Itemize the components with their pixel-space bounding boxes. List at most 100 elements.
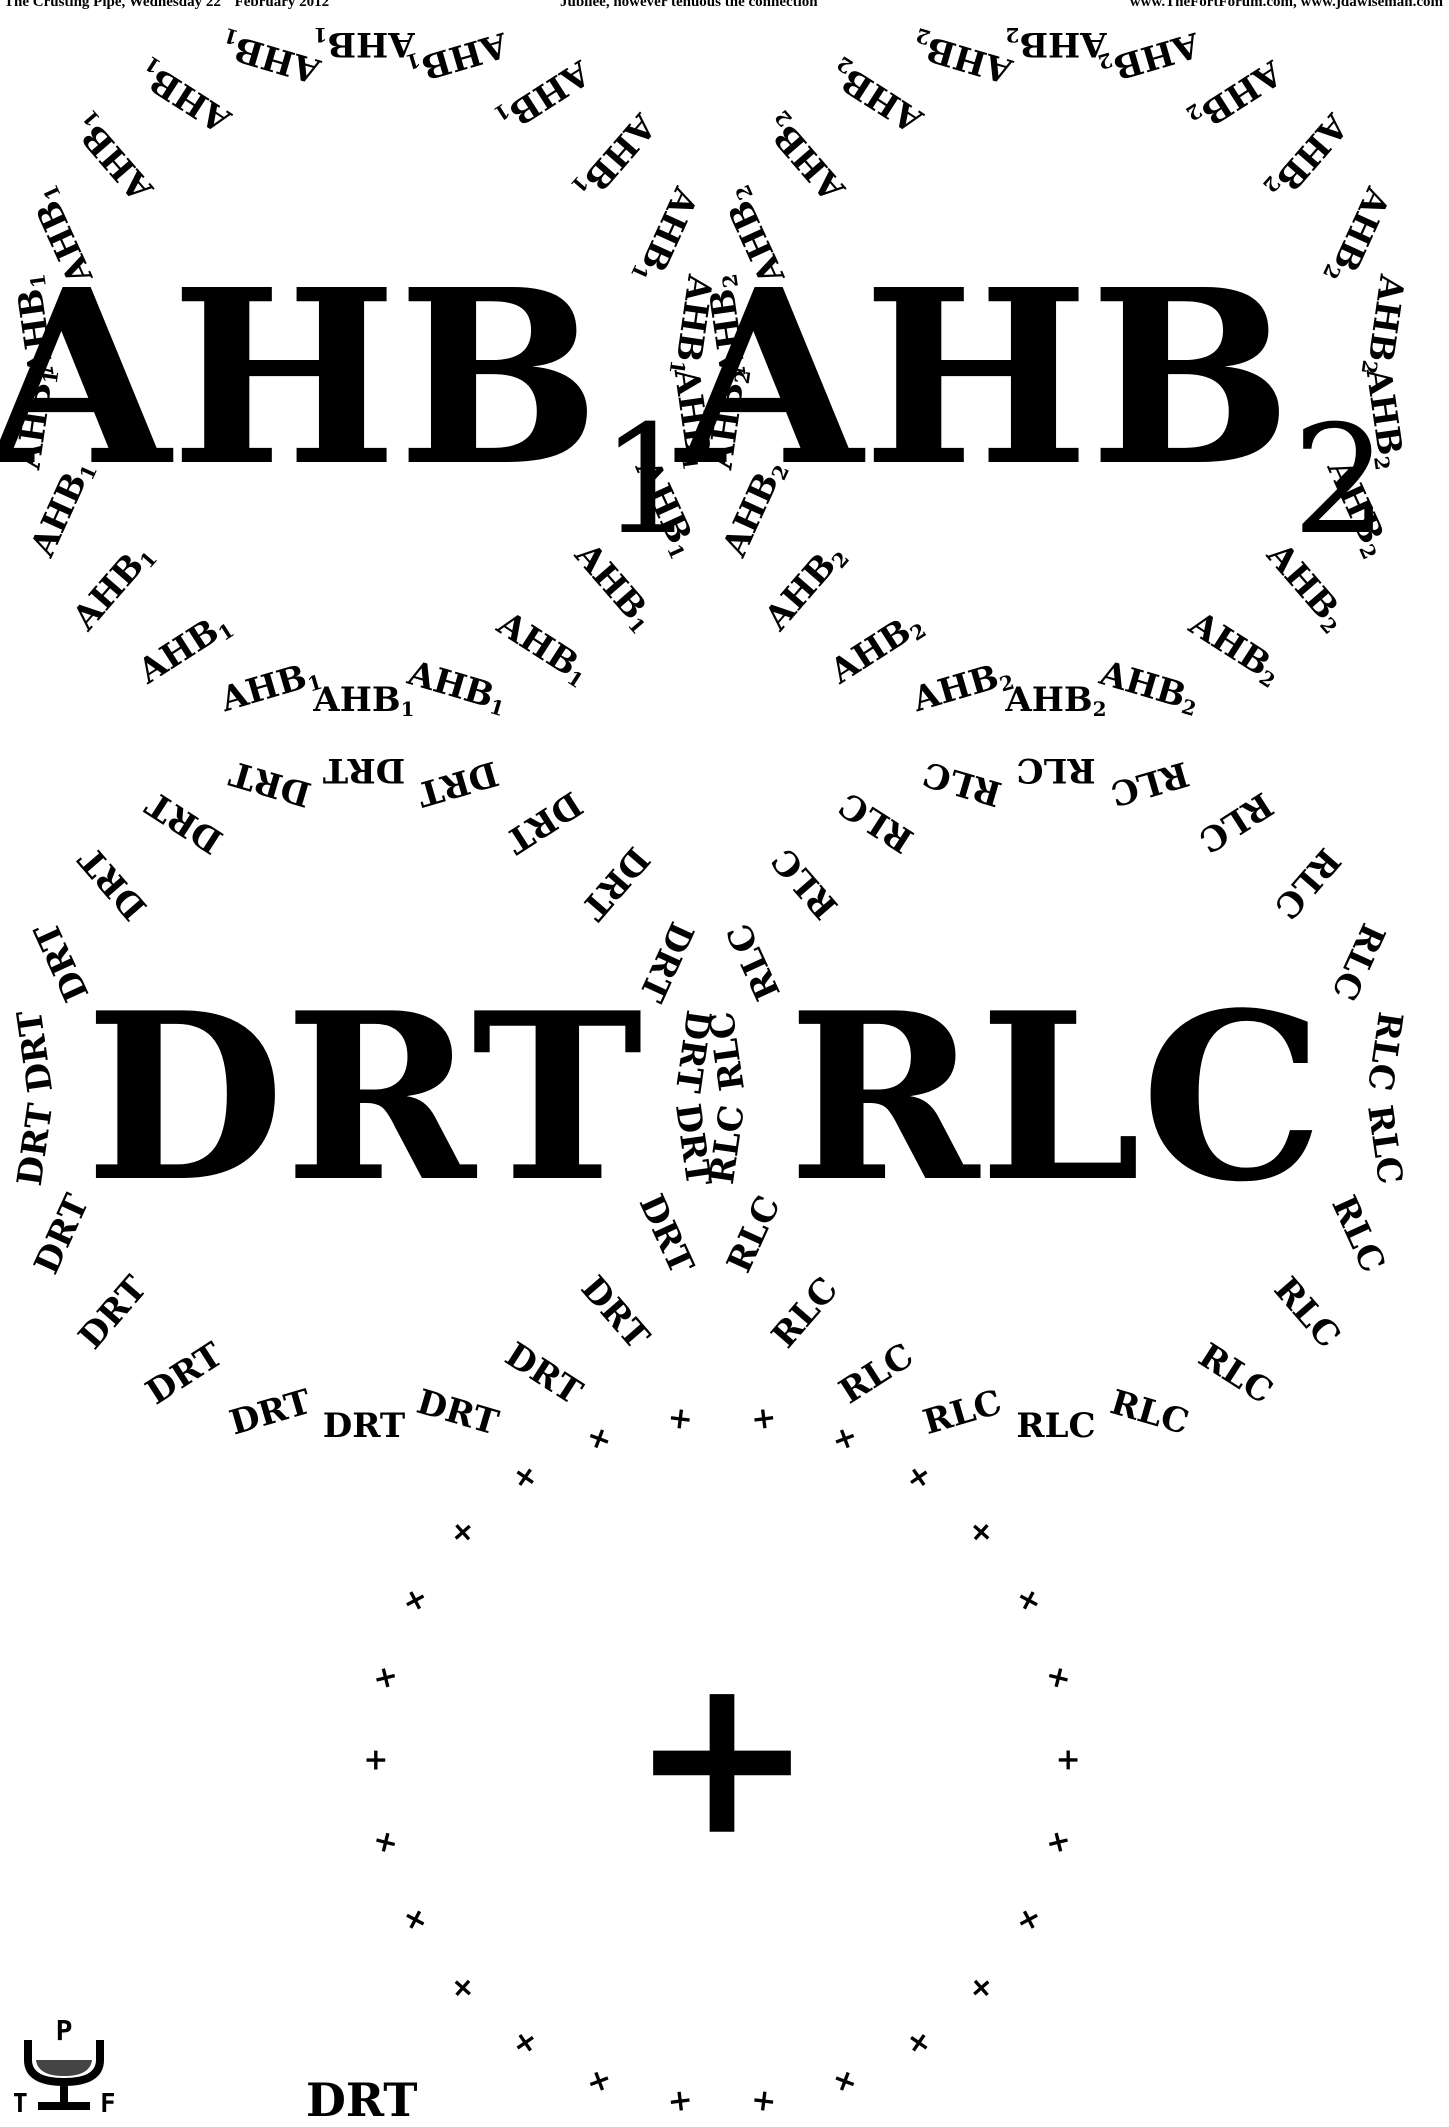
ring-label-ahb1: AHB1 — [566, 105, 664, 209]
ring-label-plus: + — [1007, 1900, 1050, 1939]
ring-label-drt: DRT — [225, 1382, 315, 1444]
ring-label-rlc: RLC — [1191, 1336, 1279, 1412]
ring-label-plus: + — [1038, 1826, 1078, 1859]
ring-label-ahb2: AHB2 — [756, 535, 854, 639]
ring-label-ahb2: AHB2 — [1095, 23, 1204, 91]
ring-label-plus: + — [394, 1581, 437, 1620]
header-right-text: www.TheFortForum.com, www.jdawiseman.com — [1129, 0, 1443, 10]
ring-label-rlc: RLC — [1266, 1270, 1348, 1356]
ring-label-ahb2: AHB2 — [1004, 680, 1106, 721]
ring-label-ahb2: AHB2 — [1005, 24, 1107, 65]
ring-label-plus: + — [1051, 1747, 1086, 1772]
ring-label-ahb2: AHB2 — [1258, 105, 1356, 209]
ring-label-ahb2: AHB2 — [907, 653, 1016, 721]
ring-label-plus: + — [366, 1826, 406, 1859]
big-label-plus: + — [630, 1625, 814, 1884]
page-header: The Crusting Pipe, Wednesday 22nd Februa… — [0, 0, 1449, 10]
ring-label-plus: + — [1038, 1661, 1078, 1694]
ring-label-ahb1: AHB1 — [313, 24, 415, 65]
header-center-text: Jubilee, however tenuous the connection — [560, 0, 818, 10]
ring-label-ahb1: AHB1 — [65, 106, 163, 210]
ring-label-rlc: RLC — [1359, 1103, 1410, 1187]
ring-label-ahb1: AHB1 — [489, 603, 597, 692]
ring-label-rlc: RLC — [1016, 750, 1095, 790]
ring-label-rlc: RLC — [919, 1382, 1006, 1443]
ring-label-plus: + — [581, 1418, 617, 1460]
ring-label-drt: DRT — [225, 753, 315, 815]
ring-label-drt: DRT — [10, 1008, 61, 1095]
ring-label-drt: DRT — [412, 753, 502, 815]
ring-label-drt: DRT — [323, 750, 405, 790]
ring-label-ahb2: AHB2 — [908, 23, 1017, 91]
ring-label-rlc: RLC — [719, 1190, 788, 1279]
ring-label-rlc: RLC — [1266, 840, 1348, 926]
ring-label-rlc: RLC — [832, 784, 920, 860]
ring-label-plus: + — [899, 2021, 940, 2064]
ring-label-ahb1: AHB1 — [64, 535, 162, 639]
ring-label-ahb2: AHB2 — [1357, 271, 1412, 378]
big-label-ahb1: AHB1 — [0, 237, 696, 568]
ring-label-plus: + — [358, 1747, 393, 1772]
ring-label-plus: + — [505, 2021, 546, 2064]
ring-label-drt: DRT — [323, 1406, 405, 1446]
ring-label-rlc: RLC — [1016, 1406, 1095, 1446]
big-label-ahb2: AHB2 — [674, 237, 1387, 568]
ring-label-plus: + — [960, 1511, 1003, 1553]
big-label-rlc: RLC — [788, 963, 1324, 1233]
ring-label-ahb1: AHB1 — [131, 51, 239, 140]
ring-label-ahb1: AHB1 — [215, 653, 324, 721]
ring-label-rlc: RLC — [702, 1103, 753, 1187]
ring-label-rlc: RLC — [1359, 1009, 1410, 1093]
ring-label-ahb1: AHB1 — [402, 653, 511, 721]
port-glass-logo-icon: P T F — [14, 2014, 114, 2113]
big-label-drt: DRT — [85, 963, 643, 1233]
ring-label-drt: DRT — [71, 1269, 155, 1358]
ring-label-rlc: RLC — [702, 1009, 753, 1093]
ring-label-drt: DRT — [412, 1382, 502, 1444]
ring-label-plus: + — [749, 1400, 778, 1438]
ring-label-ahb2: AHB2 — [823, 51, 931, 140]
ring-label-rlc: RLC — [1323, 917, 1392, 1006]
ring-label-drt: DRT — [10, 1101, 61, 1188]
ring-label-ahb2: AHB2 — [757, 106, 855, 210]
ring-label-plus: + — [899, 1456, 940, 1499]
header-left-text: The Crusting Pipe, Wednesday 22nd Februa… — [4, 0, 330, 10]
ring-label-ahb1: AHB1 — [216, 23, 325, 91]
ring-label-drt: DRT — [573, 1269, 657, 1358]
ring-label-plus: + — [666, 2082, 695, 2113]
ring-label-rlc: RLC — [764, 1270, 846, 1356]
ring-label-plus: + — [441, 1967, 484, 2009]
logo-letter-right: F — [100, 2089, 114, 2113]
circle-plus: +++++++++++++++++++++++++++ — [358, 1400, 1086, 2113]
ring-label-plus: + — [960, 1967, 1003, 2009]
ring-label-rlc: RLC — [1106, 1382, 1193, 1443]
ring-label-drt: DRT — [71, 839, 155, 928]
ring-label-drt: DRT — [498, 783, 589, 861]
ring-label-plus: + — [827, 2060, 863, 2102]
ring-label-drt: DRT — [139, 1335, 230, 1413]
ring-label-ahb2: AHB2 — [1094, 653, 1203, 721]
ring-label-rlc: RLC — [719, 917, 788, 1006]
ring-label-ahb2: AHB2 — [1181, 603, 1289, 692]
ring-label-plus: + — [366, 1661, 406, 1694]
ring-label-plus: + — [394, 1900, 437, 1939]
ring-label-plus: + — [441, 1511, 484, 1553]
ring-label-rlc: RLC — [764, 840, 846, 926]
logo-letter-left: T — [14, 2089, 28, 2113]
ring-label-rlc: RLC — [919, 753, 1006, 814]
logo-letter-top: P — [56, 2014, 73, 2047]
ring-label-plus: + — [1007, 1581, 1050, 1620]
ring-label-rlc: RLC — [1191, 784, 1279, 860]
ring-label-drt: DRT — [498, 1335, 589, 1413]
ring-label-plus: + — [749, 2082, 778, 2113]
ring-label-ahb2: AHB2 — [700, 366, 755, 473]
ring-label-plus: + — [505, 1456, 546, 1499]
footer-label: DRT — [306, 2073, 418, 2127]
ring-label-ahb1: AHB1 — [403, 23, 512, 91]
ring-label-plus: + — [581, 2060, 617, 2102]
